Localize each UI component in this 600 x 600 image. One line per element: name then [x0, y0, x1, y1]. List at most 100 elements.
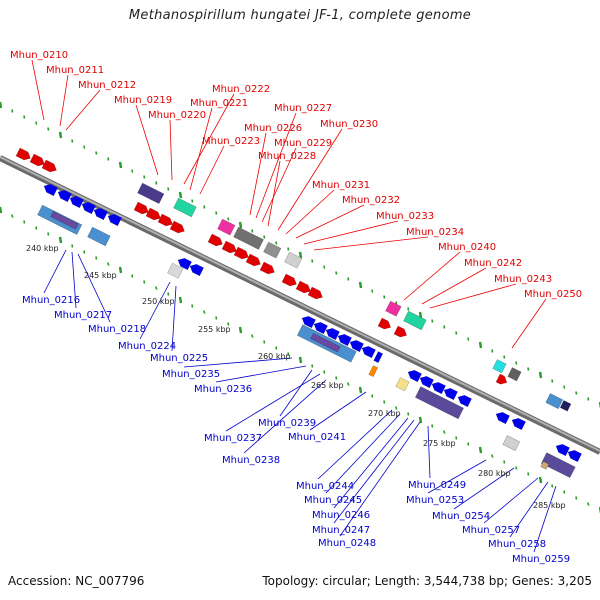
tick-mark: [167, 187, 170, 191]
reverse-gene-arrow: [189, 263, 204, 277]
gene-layer: [15, 147, 582, 479]
kbp-tick-label: 265 kbp: [311, 381, 344, 390]
forward-gene-label: Mhun_0222: [212, 84, 270, 95]
tick-mark: [347, 277, 350, 281]
forward-gene-arrow: [29, 153, 45, 167]
reverse-gene-block: [167, 262, 184, 279]
tick-mark: [311, 259, 314, 263]
reverse-gene-label: Mhun_0257: [462, 525, 520, 536]
forward-gene-arrow: [495, 373, 508, 385]
forward-gene-label: Mhun_0211: [46, 65, 104, 76]
forward-leader-line: [403, 251, 461, 301]
tick-mark: [358, 281, 363, 289]
tick-mark: [491, 454, 494, 458]
forward-gene-arrow: [157, 213, 173, 227]
forward-gene-label: Mhun_0226: [244, 123, 302, 134]
reverse-gene-label: Mhun_0216: [22, 295, 80, 306]
tick-mark: [323, 370, 326, 374]
forward-leader-line: [255, 112, 297, 219]
tick-mark: [95, 256, 98, 260]
forward-gene-label: Mhun_0210: [10, 50, 68, 61]
tick-mark: [155, 286, 158, 290]
forward-leader-line: [59, 74, 69, 127]
tick-mark: [383, 295, 386, 299]
forward-gene-label: Mhun_0212: [78, 80, 136, 91]
tick-mark: [443, 430, 446, 434]
tick-mark: [47, 232, 50, 236]
reverse-gene-label: Mhun_0258: [488, 539, 546, 550]
tick-mark: [575, 496, 578, 500]
forward-leader-line: [429, 283, 517, 309]
reverse-gene-arrow: [567, 449, 582, 463]
tick-mark: [275, 346, 278, 350]
reverse-gene-arrow: [419, 375, 434, 389]
reverse-gene-label: Mhun_0224: [118, 341, 176, 352]
forward-gene-arrow: [15, 147, 31, 161]
forward-gene-block: [492, 359, 507, 374]
forward-leader-line: [183, 93, 235, 185]
tick-mark: [275, 241, 278, 245]
tick-mark: [551, 484, 554, 488]
tick-mark: [71, 244, 74, 248]
forward-gene-arrow: [377, 317, 392, 330]
tick-mark: [35, 226, 38, 230]
forward-gene-arrow: [145, 207, 161, 221]
forward-gene-label: Mhun_0220: [148, 110, 206, 121]
forward-gene-label: Mhun_0230: [320, 119, 378, 130]
forward-leader-line: [295, 204, 365, 239]
tick-mark: [491, 349, 494, 353]
reverse-gene-arrow: [511, 417, 526, 431]
tick-mark: [0, 206, 3, 214]
forward-gene-block: [507, 367, 522, 382]
reverse-leader-line: [243, 379, 327, 454]
reverse-gene-label: Mhun_0246: [312, 510, 370, 521]
reverse-gene-block: [373, 351, 384, 364]
reverse-gene-arrow: [313, 321, 328, 335]
tick-mark: [215, 316, 218, 320]
forward-gene-label: Mhun_0234: [406, 227, 464, 238]
forward-gene-arrow: [133, 201, 149, 215]
tick-mark: [587, 502, 590, 506]
reverse-gene-label: Mhun_0249: [408, 480, 466, 491]
tick-mark: [418, 311, 423, 319]
forward-gene-block: [137, 182, 165, 204]
tick-mark: [83, 250, 86, 254]
tick-mark: [95, 151, 98, 155]
forward-gene-arrow: [259, 261, 275, 275]
reverse-gene-arrow: [325, 327, 340, 341]
tick-mark: [358, 386, 363, 394]
tick-mark: [407, 412, 410, 416]
reverse-gene-label: Mhun_0254: [432, 511, 490, 522]
reverse-leader-line: [427, 459, 487, 494]
reverse-gene-label: Mhun_0225: [150, 353, 208, 364]
forward-gene-arrow: [393, 325, 408, 338]
reverse-leader-line: [215, 365, 307, 383]
reverse-gene-block: [545, 393, 564, 410]
reverse-leader-line: [325, 413, 401, 494]
tick-mark: [478, 446, 483, 454]
tick-mark: [371, 394, 374, 398]
tick-mark: [0, 101, 3, 109]
forward-gene-label: Mhun_0219: [114, 95, 172, 106]
tick-mark: [58, 236, 63, 244]
forward-gene-arrow: [221, 240, 237, 254]
forward-gene-label: Mhun_0240: [438, 242, 496, 253]
tick-mark: [527, 472, 530, 476]
tick-mark: [167, 292, 170, 296]
tick-mark: [71, 139, 74, 143]
reverse-leader-line: [77, 253, 111, 323]
forward-leader-line: [169, 119, 173, 181]
tick-mark: [107, 157, 110, 161]
tick-mark: [478, 341, 483, 349]
forward-gene-arrow: [169, 220, 185, 234]
tick-mark: [563, 490, 566, 494]
tick-mark: [191, 304, 194, 308]
tick-mark: [587, 397, 590, 401]
forward-gene-label: Mhun_0223: [202, 136, 260, 147]
reverse-gene-arrow: [457, 394, 472, 408]
forward-gene-arrow: [207, 233, 223, 247]
tick-mark: [323, 265, 326, 269]
tick-mark: [203, 310, 206, 314]
reverse-gene-arrow: [177, 257, 192, 271]
